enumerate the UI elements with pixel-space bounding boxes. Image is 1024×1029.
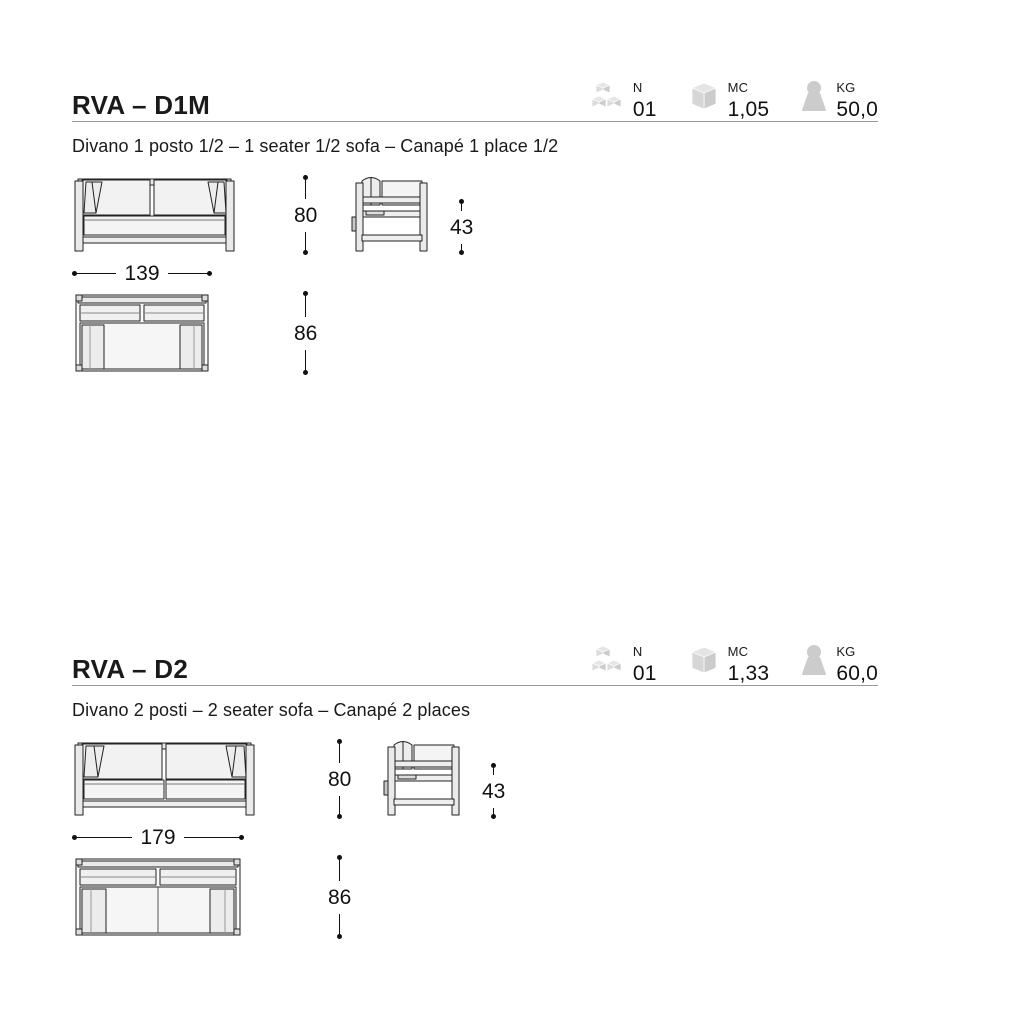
product-header: RVA – D2 bbox=[72, 630, 878, 684]
dimension-height-value: 80 bbox=[328, 767, 352, 791]
dimension-seat-height-value: 43 bbox=[450, 215, 474, 239]
spec-n-label: N bbox=[632, 644, 643, 659]
front-elevation-drawing bbox=[72, 175, 237, 260]
technical-drawings: 80 bbox=[72, 175, 878, 465]
product-block: RVA – D1M bbox=[72, 66, 878, 465]
dimension-width-value: 179 bbox=[140, 826, 176, 849]
plan-view-drawing bbox=[72, 291, 212, 380]
dimension-depth-value: 86 bbox=[328, 885, 352, 909]
cube-icon bbox=[687, 79, 721, 120]
dimension-height: 80 bbox=[294, 175, 317, 255]
spec-n: N 01 bbox=[590, 643, 657, 684]
spec-kg-value: 50,0 bbox=[836, 98, 878, 121]
stacked-boxes-icon bbox=[590, 79, 626, 120]
stacked-boxes-icon bbox=[590, 643, 626, 684]
weight-icon bbox=[799, 643, 829, 684]
spec-kg-label: KG bbox=[836, 644, 856, 659]
header-divider bbox=[72, 121, 878, 122]
spec-kg-text: KG 50,0 bbox=[836, 81, 878, 120]
dimension-seat-height: 43 bbox=[450, 199, 473, 255]
spec-n-value: 01 bbox=[632, 98, 657, 121]
product-description: Divano 1 posto 1/2 – 1 seater 1/2 sofa –… bbox=[72, 136, 559, 156]
header-divider bbox=[72, 685, 878, 686]
dimension-height-value: 80 bbox=[294, 203, 318, 227]
spec-group: N 01 MC 1,05 bbox=[590, 79, 878, 120]
dimension-seat-height: 43 bbox=[482, 763, 505, 819]
dimension-width: 179 bbox=[72, 826, 245, 849]
product-code: RVA – D2 bbox=[72, 654, 189, 684]
spec-mc-label: MC bbox=[727, 80, 749, 95]
dimension-width-value: 139 bbox=[124, 262, 160, 285]
spec-group: N 01 MC 1,33 bbox=[590, 643, 878, 684]
cube-icon bbox=[687, 643, 721, 684]
spec-kg: KG 50,0 bbox=[799, 79, 878, 120]
product-block: RVA – D2 bbox=[72, 630, 878, 1029]
side-elevation-drawing bbox=[346, 175, 436, 260]
weight-icon bbox=[799, 79, 829, 120]
spec-kg-value: 60,0 bbox=[836, 662, 878, 685]
spec-mc-text: MC 1,05 bbox=[728, 81, 770, 120]
product-description: Divano 2 posti – 2 seater sofa – Canapé … bbox=[72, 700, 471, 720]
spec-n-value: 01 bbox=[632, 662, 657, 685]
spec-n-label: N bbox=[632, 80, 643, 95]
plan-view-drawing bbox=[72, 855, 244, 944]
technical-drawings: 80 43 bbox=[72, 739, 878, 1029]
front-elevation-drawing bbox=[72, 739, 257, 824]
dimension-height: 80 bbox=[328, 739, 351, 819]
dimension-seat-height-value: 43 bbox=[482, 779, 506, 803]
spec-mc: MC 1,05 bbox=[687, 79, 770, 120]
spec-n-text: N 01 bbox=[633, 81, 657, 120]
spec-mc-text: MC 1,33 bbox=[728, 645, 770, 684]
dimension-depth: 86 bbox=[328, 855, 351, 939]
spec-mc-value: 1,33 bbox=[727, 662, 770, 685]
spec-kg-label: KG bbox=[836, 80, 856, 95]
spec-kg-text: KG 60,0 bbox=[836, 645, 878, 684]
spec-mc-label: MC bbox=[727, 644, 749, 659]
product-header: RVA – D1M bbox=[72, 66, 878, 120]
spec-mc: MC 1,33 bbox=[687, 643, 770, 684]
spec-mc-value: 1,05 bbox=[727, 98, 770, 121]
spec-kg: KG 60,0 bbox=[799, 643, 878, 684]
side-elevation-drawing bbox=[378, 739, 468, 824]
spec-n: N 01 bbox=[590, 79, 657, 120]
spec-n-text: N 01 bbox=[633, 645, 657, 684]
dimension-width: 139 bbox=[72, 262, 213, 285]
product-code: RVA – D1M bbox=[72, 90, 211, 120]
dimension-depth: 86 bbox=[294, 291, 317, 375]
dimension-depth-value: 86 bbox=[294, 321, 318, 345]
